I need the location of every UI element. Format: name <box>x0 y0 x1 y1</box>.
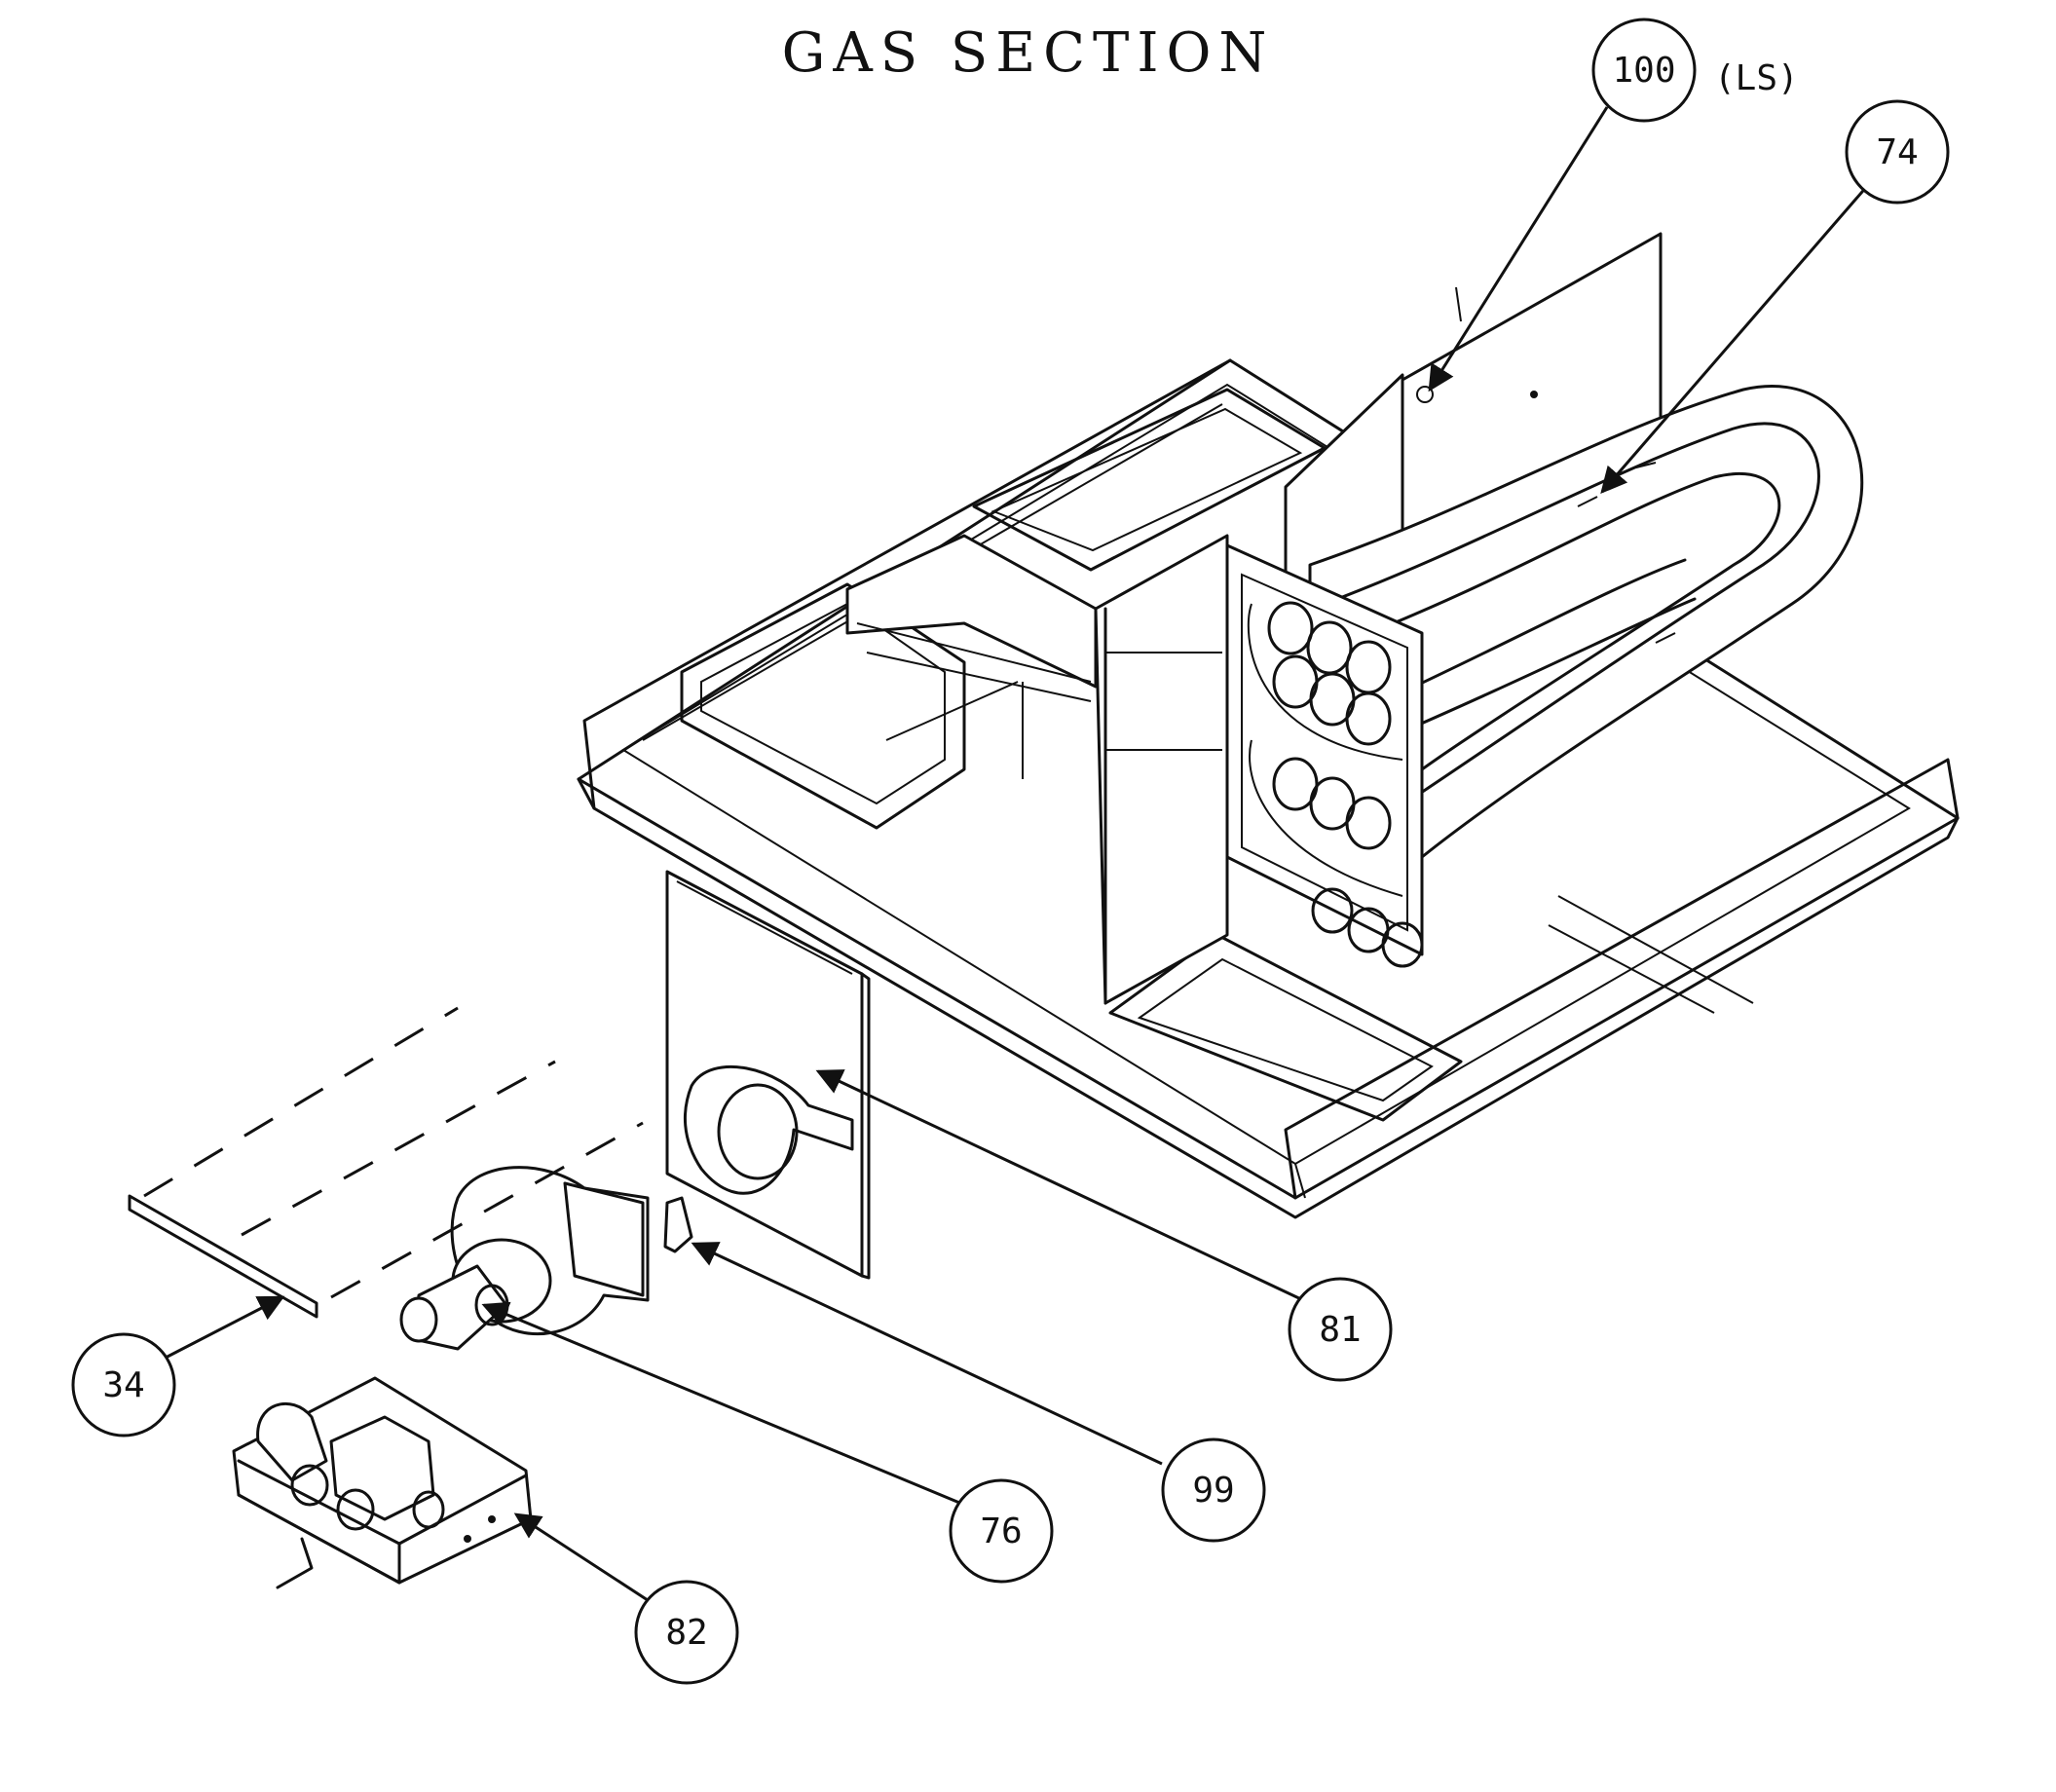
callout-100-note: (LS) <box>1714 58 1799 98</box>
svg-text:99: 99 <box>1192 1471 1234 1511</box>
callout-82: 82 <box>634 1580 739 1685</box>
mounting-bracket <box>663 1196 693 1253</box>
leader-lines <box>163 106 1870 1604</box>
exploded-view-guides <box>143 1006 644 1299</box>
callout-76: 76 <box>949 1478 1054 1584</box>
callout-100: 100 (LS) <box>1591 18 1799 123</box>
flat-strip <box>128 1194 318 1319</box>
diagram-title: GAS SECTION <box>781 21 1275 85</box>
callout-99: 99 <box>1161 1437 1266 1543</box>
inducer-motor <box>399 1166 650 1351</box>
callout-81: 81 <box>1288 1277 1393 1382</box>
svg-text:100: 100 <box>1612 51 1675 91</box>
svg-text:74: 74 <box>1876 132 1918 172</box>
burner-assembly <box>232 1376 533 1589</box>
heat-exchanger <box>1225 385 1864 968</box>
access-panel <box>665 870 871 1280</box>
svg-text:76: 76 <box>980 1512 1022 1551</box>
svg-text:81: 81 <box>1319 1310 1361 1350</box>
svg-text:34: 34 <box>102 1365 144 1405</box>
callout-34: 34 <box>71 1332 176 1437</box>
svg-text:82: 82 <box>665 1613 707 1653</box>
partition-panel <box>845 534 1229 1005</box>
callout-74: 74 <box>1845 99 1950 205</box>
